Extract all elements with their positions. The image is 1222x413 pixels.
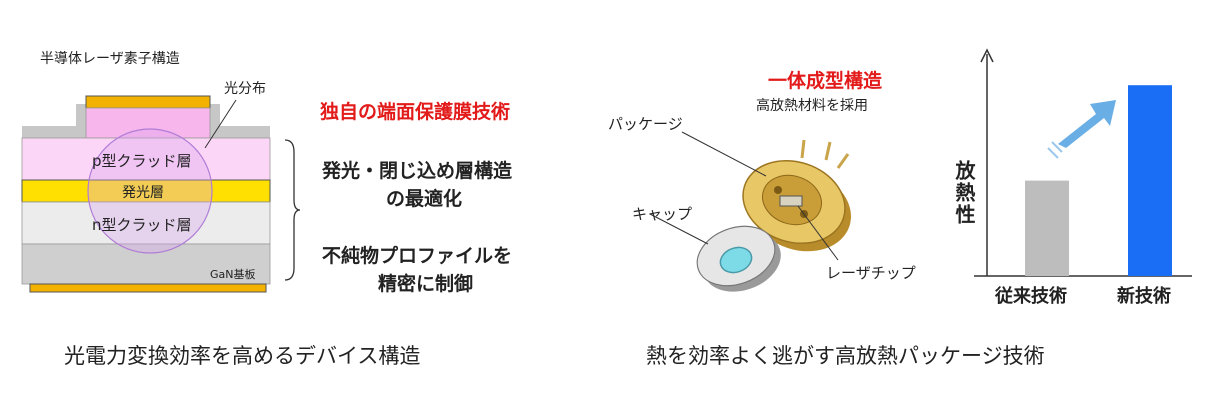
headline-integrated-molding: 一体成型構造 [768,70,883,92]
feature-3-line2: 精密に制御 [378,273,474,295]
brace [284,139,300,281]
x-tick-label: 新技術 [1117,286,1171,307]
structure-title: 半導体レーザ素子構造 [40,51,180,67]
package-pointer [681,131,767,177]
cap-pointer [649,213,709,245]
substrate-label: GaN基板 [210,268,256,281]
cap-label: キャップ [632,205,693,223]
left-caption: 光電力変換効率を高めるデバイス構造 [64,344,421,368]
headline-subtitle: 高放熱材料を採用 [756,98,868,114]
laser-structure-diagram [21,95,300,293]
y-axis-label: 放熱性 [952,160,976,226]
y-axis-arrowhead [980,48,994,63]
p-cladding-layer [21,137,271,181]
light-label-pointer [204,99,237,149]
feature-3-line1: 不純物プロファイルを [322,245,513,267]
bar-new [1128,85,1172,276]
feature-2-line2: の最適化 [386,188,463,210]
top-electrode [85,95,211,109]
light-distribution-label: 光分布 [224,81,266,97]
bottom-electrode [29,283,267,293]
x-tick-label: 従来技術 [995,286,1067,307]
arrow-shape [1058,100,1116,148]
feature-2-line1: 発光・閉じ込め層構造 [322,160,513,182]
cap-window [719,246,753,274]
chip-pointer [797,205,839,261]
package-label: パッケージ [608,115,683,133]
package-pin [800,139,806,159]
active-layer-label: 発光層 [122,185,164,201]
package-illustration [649,131,851,292]
laser-chip-label: レーザチップ [826,264,916,282]
arrow-trail [1047,147,1059,159]
bar-conventional [1025,180,1069,276]
light-distribution-circle [87,128,213,254]
package-pin [824,141,832,161]
laser-chip [779,195,803,207]
right-caption: 熱を効率よく逃がす高放熱パッケージ技術 [646,344,1045,368]
improvement-arrow [1047,100,1116,159]
package-pin [836,153,850,169]
arrow-trail [1051,141,1063,153]
heat-dissipation-chart [974,48,1192,277]
p-cladding-label: p型クラッド層 [92,152,192,170]
stem-hole [774,186,782,194]
feature-end-face-protection: 独自の端面保護膜技術 [320,101,511,123]
n-cladding-label: n型クラッド層 [92,216,192,234]
